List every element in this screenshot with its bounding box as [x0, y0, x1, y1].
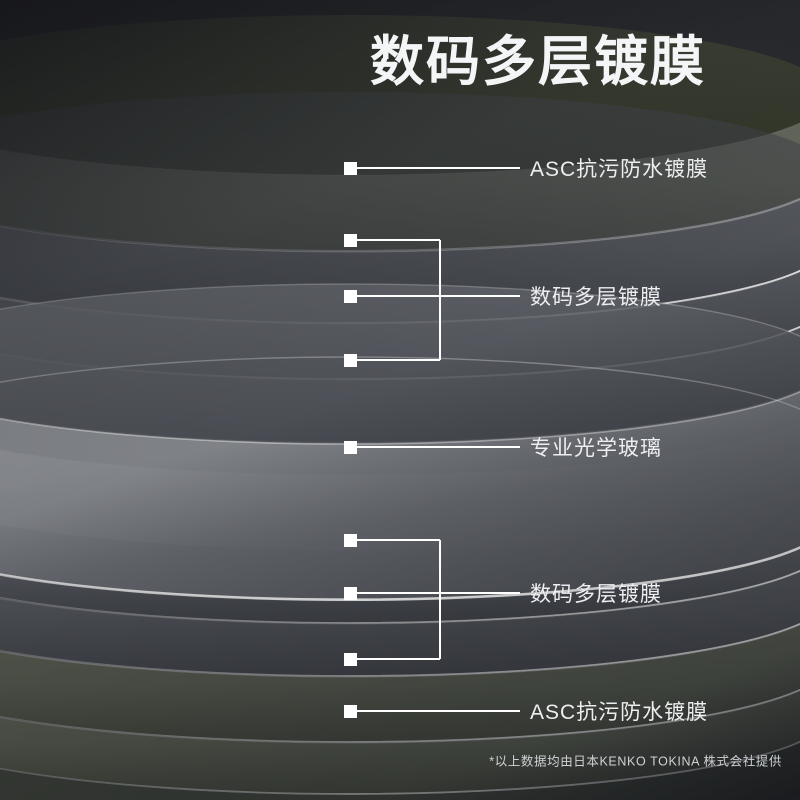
footnote-text: *以上数据均由日本KENKO TOKINA 株式会社提供	[489, 754, 782, 769]
layer-optical-glass-core	[0, 283, 800, 602]
callout-label-asc-top: ASC抗污防水镀膜	[530, 158, 709, 181]
callout-label-digital-coating-bottom: 数码多层镀膜	[530, 583, 662, 606]
callout-label-asc-bottom: ASC抗污防水镀膜	[530, 701, 709, 724]
callout-label-optical-glass: 专业光学玻璃	[530, 437, 662, 460]
callout-label-digital-coating-top: 数码多层镀膜	[530, 286, 662, 309]
page-title: 数码多层镀膜	[370, 32, 706, 92]
